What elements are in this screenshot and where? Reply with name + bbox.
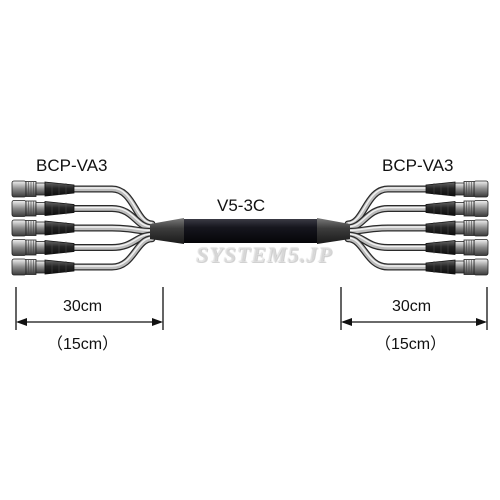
left-breakout-sleeve bbox=[150, 218, 184, 244]
breakout-wire-highlight bbox=[347, 226, 428, 232]
breakout-wire-highlight bbox=[347, 206, 428, 228]
left-dim-arrow-start bbox=[16, 318, 27, 326]
bnc-crimp-sleeve bbox=[454, 202, 465, 215]
bnc-boot bbox=[44, 259, 75, 275]
bnc-boot bbox=[44, 181, 75, 197]
bnc-plug bbox=[11, 258, 27, 276]
bnc-crimp-sleeve bbox=[35, 182, 46, 196]
bnc-connector bbox=[11, 200, 75, 217]
bnc-crimp-sleeve bbox=[454, 182, 465, 196]
breakout-wire bbox=[69, 225, 155, 234]
bnc-boot bbox=[44, 240, 75, 255]
breakout-wire-highlight bbox=[347, 237, 428, 267]
bnc-crimp-sleeve bbox=[35, 202, 46, 215]
left-length-label: 30cm bbox=[63, 298, 103, 315]
bnc-crimp-sleeve bbox=[454, 241, 465, 254]
left-breakout-wires bbox=[68, 185, 156, 271]
breakout-wire-highlight bbox=[347, 187, 428, 224]
bnc-crimp-sleeve bbox=[35, 221, 46, 235]
bnc-boot bbox=[425, 181, 456, 197]
bnc-plug bbox=[473, 180, 489, 198]
bnc-plug bbox=[473, 219, 489, 237]
left-dim-arrow-end bbox=[152, 318, 163, 326]
breakout-wire bbox=[69, 206, 155, 230]
cable-type-label: V5-3C bbox=[217, 196, 266, 215]
bnc-connector bbox=[425, 219, 489, 237]
bnc-connector bbox=[11, 180, 75, 198]
bnc-plug bbox=[473, 239, 489, 256]
breakout-wire-highlight bbox=[72, 226, 153, 232]
bnc-boot bbox=[44, 201, 75, 216]
bnc-connector bbox=[425, 258, 489, 276]
bnc-plug bbox=[11, 180, 27, 198]
breakout-wire bbox=[345, 206, 431, 230]
bnc-plug bbox=[11, 219, 27, 237]
bnc-crimp-sleeve bbox=[35, 241, 46, 254]
bnc-plug bbox=[473, 200, 489, 217]
left-connector-label: BCP-VA3 bbox=[36, 156, 108, 175]
breakout-wire-highlight bbox=[72, 206, 153, 228]
bnc-plug bbox=[473, 258, 489, 276]
right-connector-label: BCP-VA3 bbox=[382, 156, 454, 175]
bnc-plug bbox=[11, 200, 27, 217]
breakout-wire bbox=[345, 225, 431, 234]
right-breakout-sleeve bbox=[317, 218, 350, 244]
right-length-label: 30cm bbox=[392, 298, 432, 315]
breakout-wire-highlight bbox=[72, 187, 153, 224]
bnc-crimp-sleeve bbox=[454, 260, 465, 274]
breakout-wire bbox=[345, 232, 431, 250]
right-dim-arrow-end bbox=[476, 318, 487, 326]
right-breakout-wires bbox=[344, 185, 432, 271]
bnc-connector bbox=[425, 200, 489, 217]
breakout-wire-highlight bbox=[72, 233, 153, 248]
breakout-wire bbox=[69, 232, 155, 250]
bnc-connector bbox=[425, 239, 489, 256]
bnc-boot bbox=[44, 220, 75, 236]
bnc-crimp-sleeve bbox=[454, 221, 465, 235]
left-connector-group bbox=[11, 180, 75, 276]
bnc-connector bbox=[11, 258, 75, 276]
bnc-plug bbox=[11, 239, 27, 256]
breakout-wire bbox=[69, 236, 155, 270]
breakout-wire bbox=[345, 236, 431, 270]
cable-trunk bbox=[180, 219, 322, 243]
watermark-logo: SYSTEM5.JP bbox=[196, 242, 333, 267]
bnc-connector bbox=[425, 180, 489, 198]
breakout-wire-highlight bbox=[347, 233, 428, 248]
left-length-alt-label: （15cm） bbox=[47, 336, 119, 353]
right-connector-group bbox=[425, 180, 489, 276]
bnc-connector bbox=[11, 239, 75, 256]
bnc-boot bbox=[425, 220, 456, 236]
bnc-connector bbox=[11, 219, 75, 237]
breakout-wire-highlight bbox=[72, 237, 153, 267]
bnc-boot bbox=[425, 240, 456, 255]
bnc-crimp-sleeve bbox=[35, 260, 46, 274]
bnc-boot bbox=[425, 201, 456, 216]
bnc-boot bbox=[425, 259, 456, 275]
right-length-alt-label: （15cm） bbox=[375, 336, 447, 353]
right-dim-arrow-start bbox=[341, 318, 352, 326]
